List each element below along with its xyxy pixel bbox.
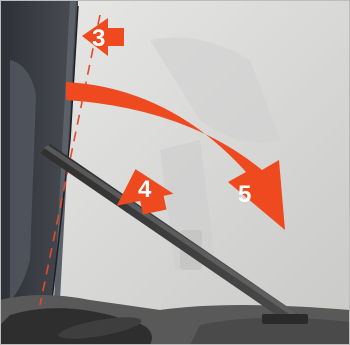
step-3-number: 3 bbox=[92, 25, 105, 52]
strut-mount bbox=[262, 314, 308, 324]
step-4-number: 4 bbox=[138, 176, 152, 203]
step-5-number: 5 bbox=[238, 181, 251, 208]
